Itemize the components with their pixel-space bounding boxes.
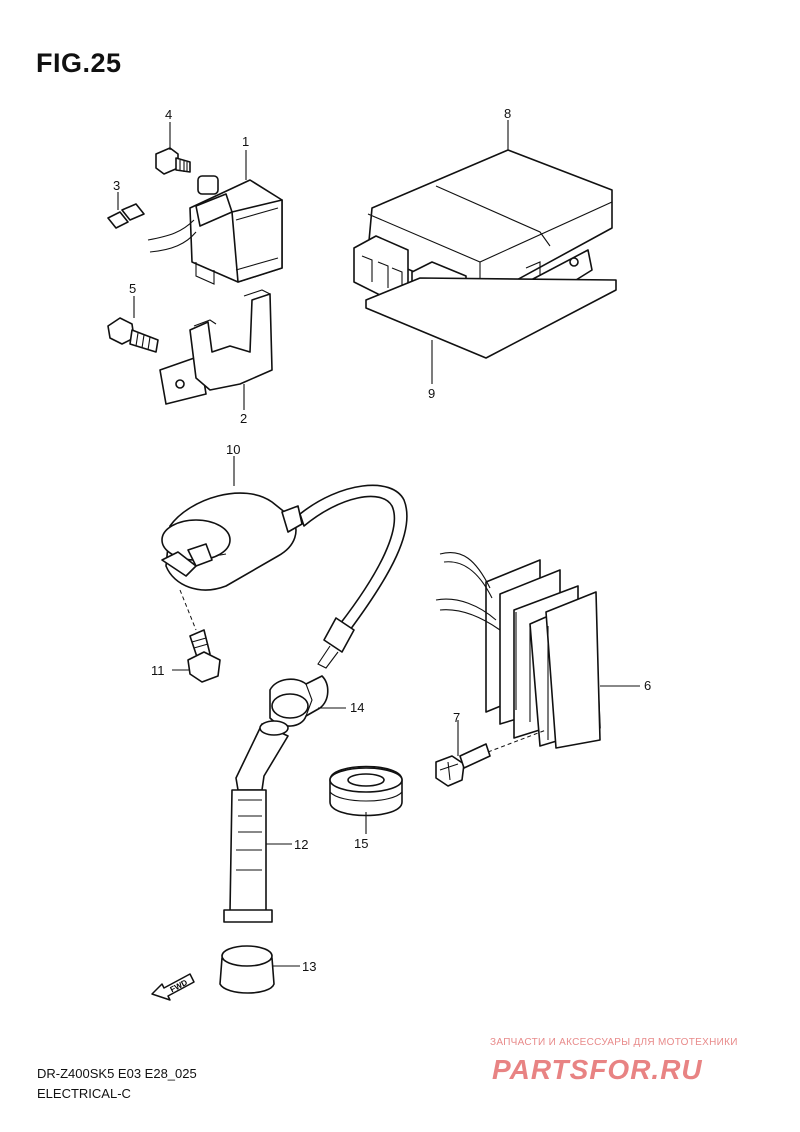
part-7-bolt[interactable]: [435, 743, 491, 787]
callout-9: 9: [428, 386, 435, 401]
fwd-arrow-icon: FWD: [151, 973, 195, 1001]
part-3-clip[interactable]: [107, 203, 145, 229]
part-11-bolt[interactable]: [187, 629, 221, 683]
watermark-tagline: ЗАПЧАСТИ И АКСЕССУАРЫ ДЛЯ МОТОТЕХНИКИ: [490, 1037, 738, 1048]
watermark-logo-text: PARTSFOR.RU: [492, 1054, 703, 1085]
part-6-regulator[interactable]: [435, 552, 601, 749]
callout-numbers: 1 2 3 4 5 6 7 8 9 10 11 12 13 14 15: [113, 106, 651, 974]
callout-10: 10: [226, 442, 240, 457]
part-8-ecu[interactable]: [353, 149, 613, 319]
model-code: DR-Z400SK5 E03 E28_025: [37, 1066, 197, 1081]
callout-8: 8: [504, 106, 511, 121]
high-tension-lead: [299, 484, 408, 631]
callout-5: 5: [129, 281, 136, 296]
part-5-bolt[interactable]: [107, 317, 159, 353]
callout-4: 4: [165, 107, 172, 122]
callout-2: 2: [240, 411, 247, 426]
lead-end: [323, 617, 355, 653]
callout-1: 1: [242, 134, 249, 149]
part-12-plug-cap[interactable]: [223, 720, 289, 923]
callout-14: 14: [350, 700, 364, 715]
part-15-grommet[interactable]: [329, 765, 403, 817]
leader-lines: [117, 120, 640, 967]
part-10-ignition-coil[interactable]: [161, 492, 303, 591]
callout-12: 12: [294, 837, 308, 852]
callout-3: 3: [113, 178, 120, 193]
part-13-boot[interactable]: [219, 945, 275, 994]
callout-11: 11: [151, 663, 165, 678]
part-14-seal[interactable]: [269, 675, 329, 727]
part-2-bracket[interactable]: [159, 289, 273, 405]
figure-title: FIG.25: [36, 48, 122, 78]
lead-core: [317, 645, 339, 669]
section-name: ELECTRICAL-C: [37, 1086, 131, 1101]
part-1-relay[interactable]: [147, 175, 283, 285]
callout-6: 6: [644, 678, 651, 693]
callout-15: 15: [354, 836, 368, 851]
part-9-pad[interactable]: [365, 277, 617, 359]
callout-7: 7: [453, 710, 460, 725]
callout-13: 13: [302, 959, 316, 974]
part-4-bolt[interactable]: [155, 147, 191, 175]
watermark-logo: PARTSFOR.RU: [492, 1054, 703, 1085]
